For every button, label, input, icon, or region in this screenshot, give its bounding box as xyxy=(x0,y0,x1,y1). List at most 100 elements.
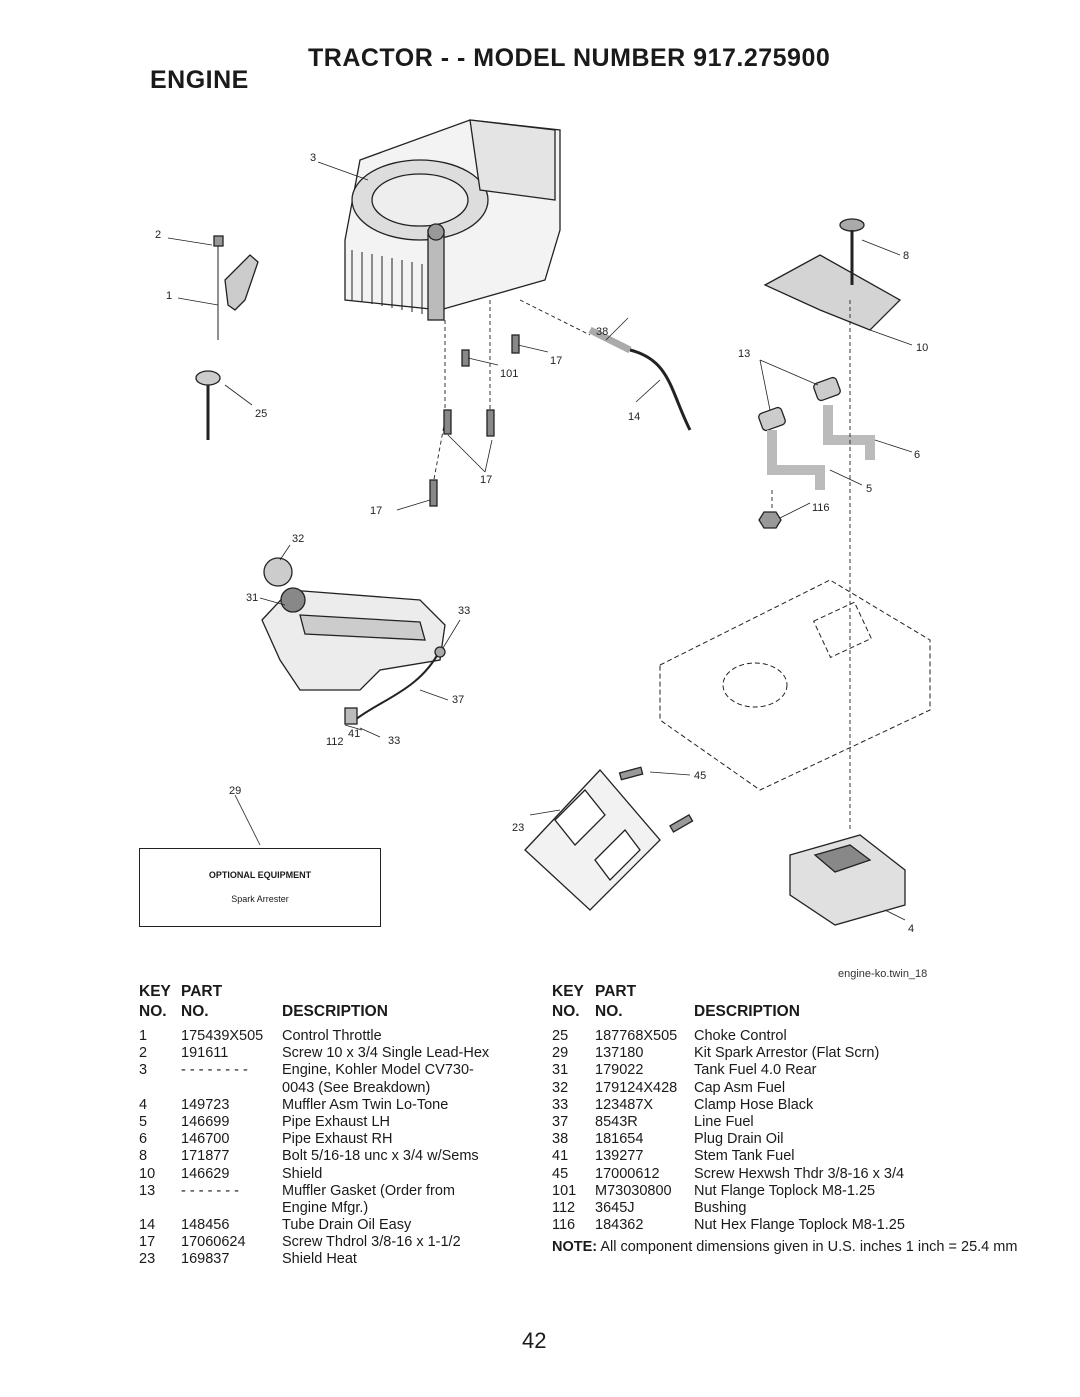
callout-14: 14 xyxy=(628,411,641,423)
key-cell: 41 xyxy=(552,1148,569,1165)
callout-17-a: 17 xyxy=(550,355,563,367)
callout-112: 112 xyxy=(326,736,344,748)
callout-5: 5 xyxy=(866,483,873,495)
desc-cell: Screw 10 x 3/4 Single Lead-Hex xyxy=(282,1045,490,1062)
key-cell: 13 xyxy=(139,1182,156,1199)
header-key-no: NO. xyxy=(552,1003,580,1020)
callout-23: 23 xyxy=(512,822,525,834)
part-cell: 169837 xyxy=(181,1251,230,1268)
header-key: KEY xyxy=(139,983,171,1000)
desc-cell: Cap Asm Fuel xyxy=(694,1079,786,1096)
desc-cell: Clamp Hose Black xyxy=(694,1096,814,1113)
callout-25: 25 xyxy=(255,408,268,420)
desc-cell: Pipe Exhaust RH xyxy=(282,1131,393,1148)
desc-cell: Plug Drain Oil xyxy=(694,1131,784,1148)
table-row: 3- - - - - - - -Engine, Kohler Model CV7… xyxy=(139,1062,489,1079)
table-row: 13- - - - - - -Muffler Gasket (Order fro… xyxy=(139,1183,489,1200)
key-cell: 32 xyxy=(552,1079,569,1096)
callout-31: 31 xyxy=(246,592,259,604)
part-cell: 139277 xyxy=(595,1148,644,1165)
part-cell: 184362 xyxy=(595,1217,644,1234)
callout-17-b: 17 xyxy=(480,474,493,486)
table-row: 41 139277 Stem Tank Fuel xyxy=(552,1148,1052,1165)
desc-cell: Bushing xyxy=(694,1199,747,1216)
desc-cell: Screw Thdrol 3/8-16 x 1-1/2 xyxy=(282,1234,461,1251)
callout-32: 32 xyxy=(292,533,305,545)
desc-cell: Shield xyxy=(282,1165,323,1182)
key-cell: 38 xyxy=(552,1131,569,1148)
header-key-no: NO. xyxy=(139,1003,167,1020)
table-row: 38 181654 Plug Drain Oil xyxy=(552,1131,1052,1148)
part-cell: 146700 xyxy=(181,1131,230,1148)
part-cell: M73030800 xyxy=(595,1182,672,1199)
key-cell: 33 xyxy=(552,1096,569,1113)
callout-13: 13 xyxy=(738,348,751,360)
callout-33-b: 33 xyxy=(388,735,401,747)
callout-37: 37 xyxy=(452,694,465,706)
callout-38: 38 xyxy=(596,326,609,338)
key-cell: 8 xyxy=(139,1148,148,1165)
parts-header-row-1: KEY PART xyxy=(552,982,1052,1002)
desc-cell: 0043 (See Breakdown) xyxy=(282,1079,431,1096)
header-description: DESCRIPTION xyxy=(694,1003,800,1020)
key-cell: 25 xyxy=(552,1028,569,1044)
part-cell: 8543R xyxy=(595,1113,638,1130)
desc-cell: Kit Spark Arrestor (Flat Scrn) xyxy=(694,1045,880,1062)
desc-cell: Shield Heat xyxy=(282,1251,357,1268)
desc-cell: Muffler Gasket (Order from xyxy=(282,1182,455,1199)
desc-cell: Nut Hex Flange Toplock M8-1.25 xyxy=(694,1217,905,1234)
part-cell: 17000612 xyxy=(595,1165,660,1182)
table-row: 8 171877 Bolt 5/16-18 unc x 3/4 w/Sems xyxy=(139,1148,489,1165)
parts-header-row-2: NO.NO.DESCRIPTION xyxy=(139,1002,489,1022)
callout-1: 1 xyxy=(166,290,173,302)
engine-drawing xyxy=(344,119,561,321)
header-key: KEY xyxy=(552,983,584,1000)
part-cell: 181654 xyxy=(595,1131,644,1148)
callout-3: 3 xyxy=(310,152,317,164)
section-title: ENGINE xyxy=(150,66,249,94)
header-part: PART xyxy=(595,983,637,1000)
key-cell: 29 xyxy=(552,1045,569,1062)
desc-cell: Tank Fuel 4.0 Rear xyxy=(694,1062,817,1079)
desc-cell: Tube Drain Oil Easy xyxy=(282,1217,412,1234)
table-row: Engine Mfgr.) xyxy=(139,1200,489,1217)
desc-cell: Engine Mfgr.) xyxy=(282,1199,369,1216)
desc-cell: Line Fuel xyxy=(694,1113,754,1130)
note-text: All component dimensions given in U.S. i… xyxy=(600,1239,1018,1256)
table-row: 0043 (See Breakdown) xyxy=(139,1080,489,1097)
part-cell: 171877 xyxy=(181,1148,230,1165)
desc-cell: Nut Flange Toplock M8-1.25 xyxy=(694,1182,876,1199)
callout-45: 45 xyxy=(694,770,707,782)
callout-8: 8 xyxy=(903,250,910,262)
desc-cell: Bolt 5/16-18 unc x 3/4 w/Sems xyxy=(282,1148,479,1165)
drawing-file-tag: engine-ko.twin_18 xyxy=(838,968,928,980)
part-cell: 179022 xyxy=(595,1062,644,1079)
desc-cell: Stem Tank Fuel xyxy=(694,1148,795,1165)
part-cell: 137180 xyxy=(595,1045,644,1062)
part-cell: - - - - - - - - xyxy=(181,1062,248,1079)
callout-6: 6 xyxy=(914,449,921,461)
part-cell: 146629 xyxy=(181,1165,230,1182)
callout-2: 2 xyxy=(155,229,162,241)
key-cell: 101 xyxy=(552,1182,577,1199)
key-cell: 3 xyxy=(139,1062,148,1079)
callout-41: 41 xyxy=(348,728,361,740)
